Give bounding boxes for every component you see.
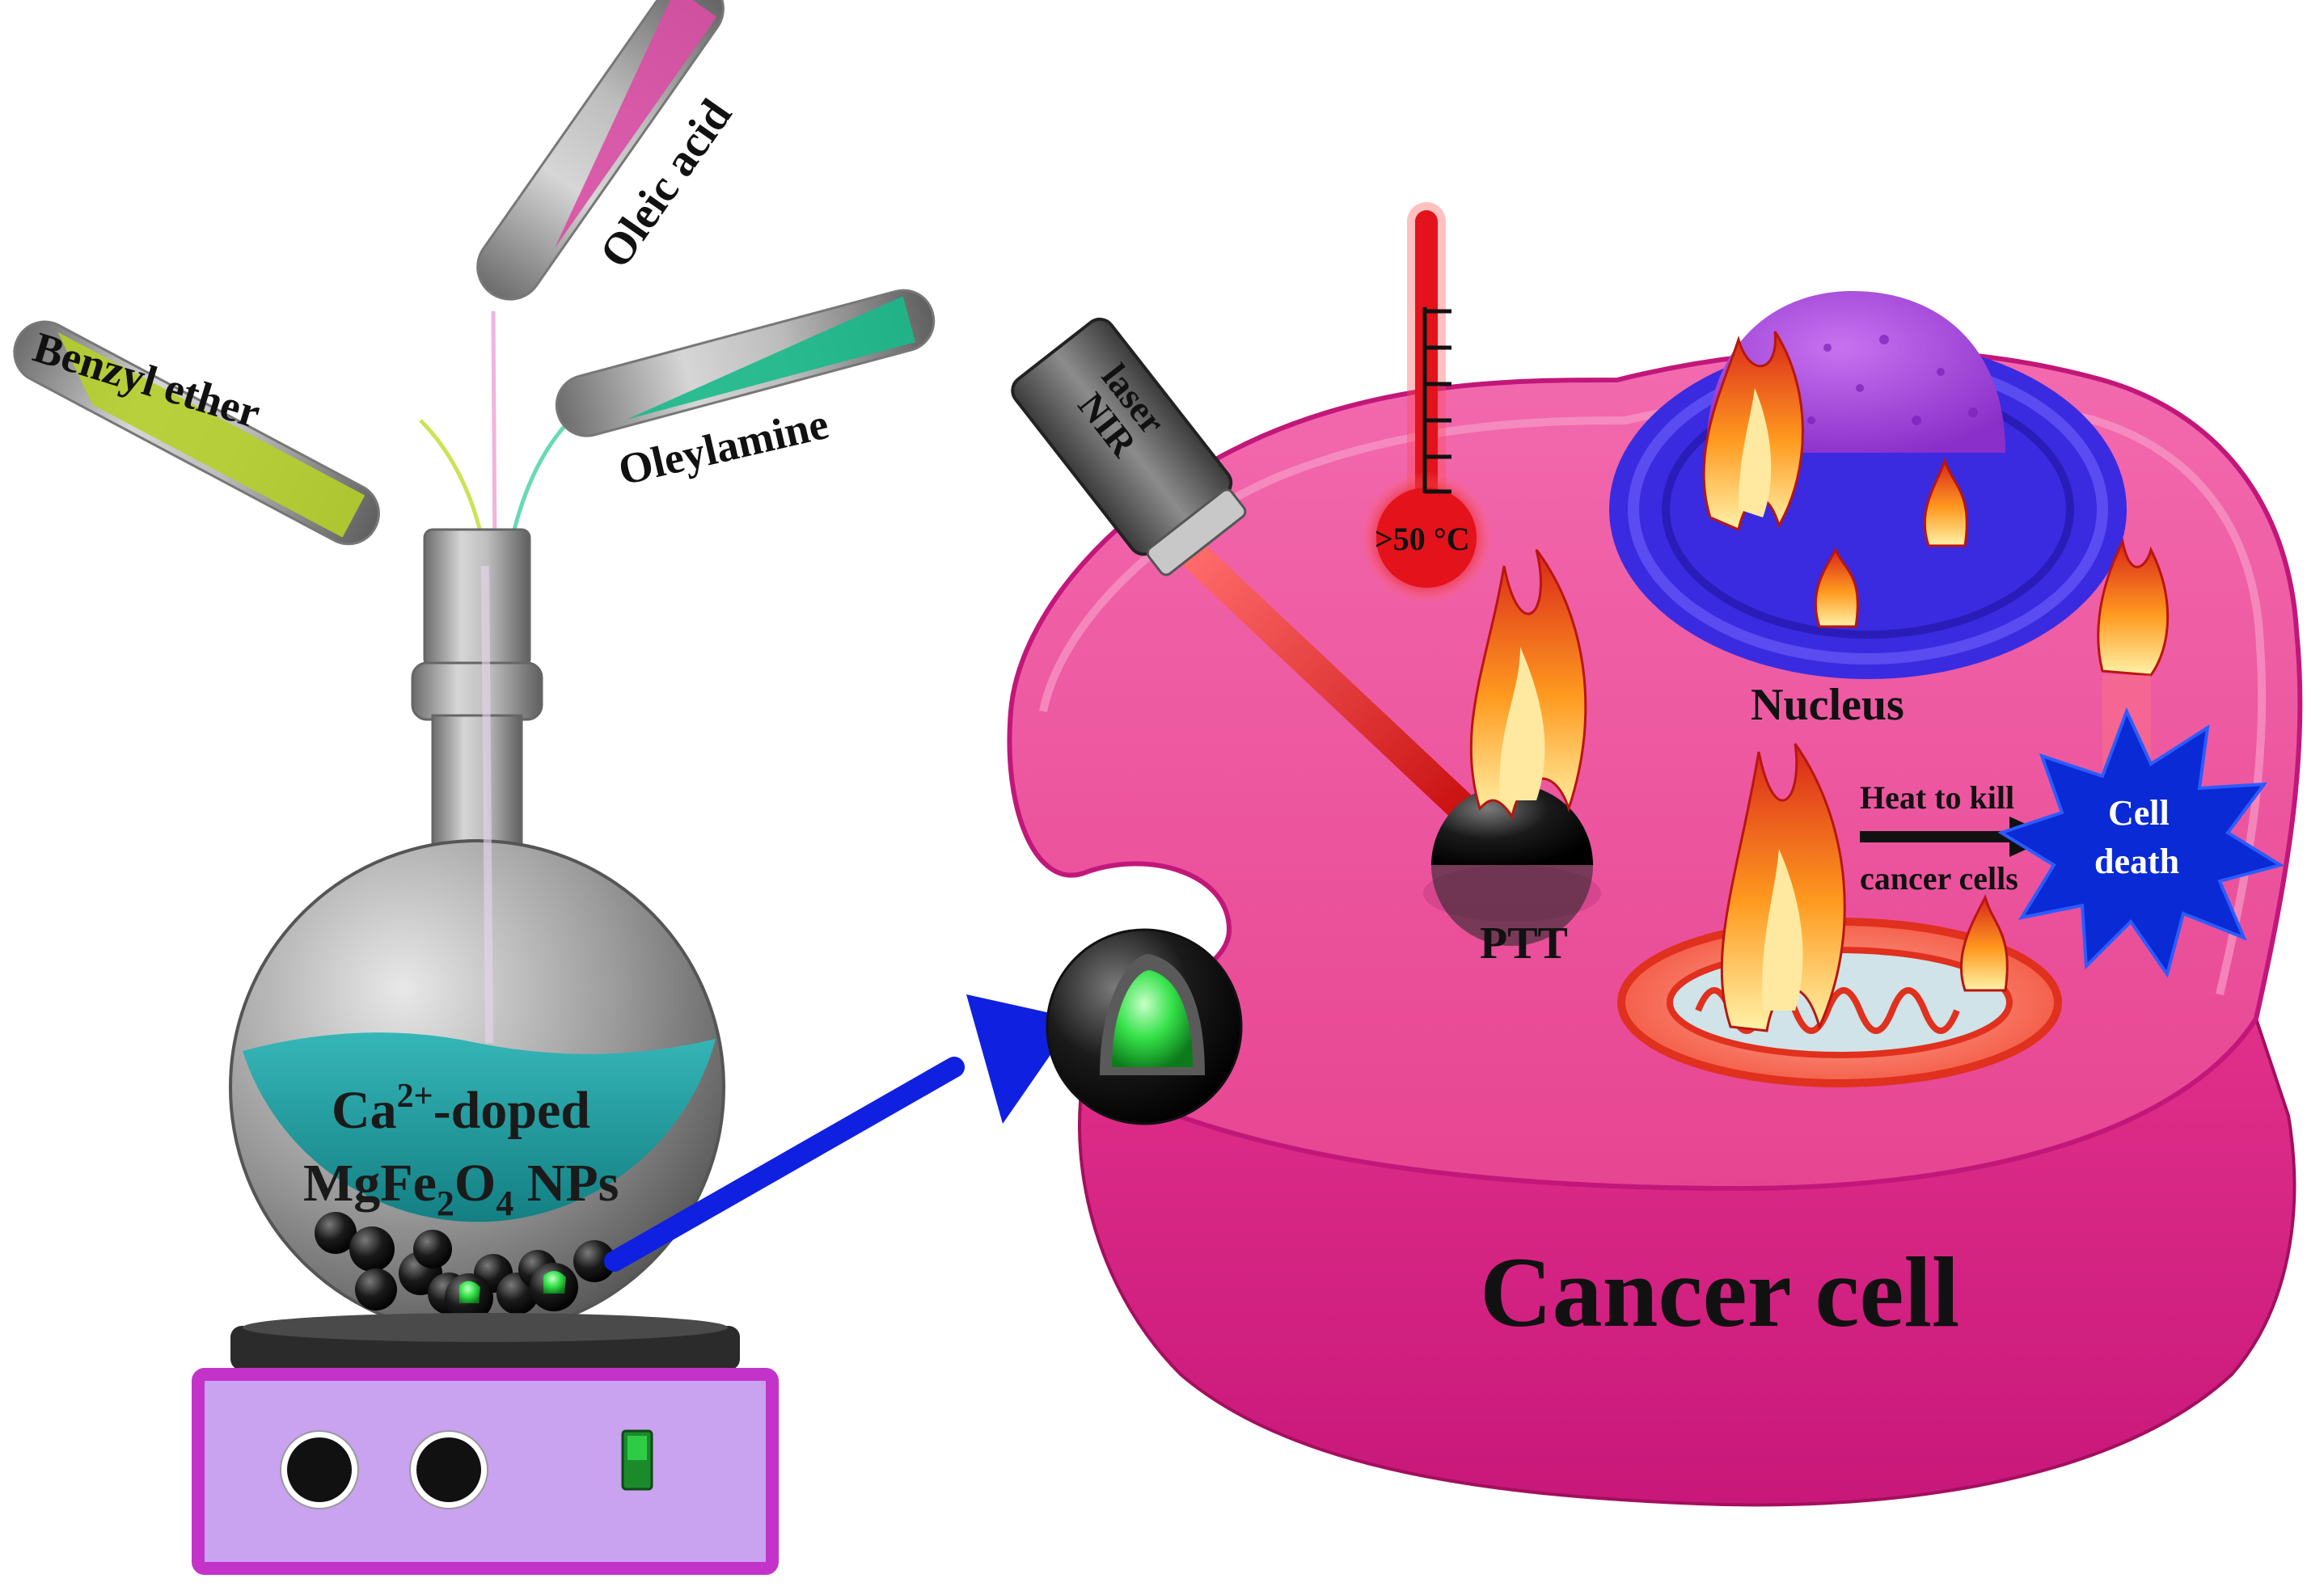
oleic-acid-tube — [476, 0, 725, 301]
heat-arrow-label-2: cancer cells — [1860, 860, 2018, 897]
flask-product-line2: MgFe2O4 NPs — [303, 1154, 619, 1223]
cell-death-starburst — [1997, 707, 2285, 978]
thermometer-label: >50 °C — [1375, 521, 1470, 557]
nucleus-label: Nucleus — [1751, 680, 1904, 730]
flame-mitochondrion-2 — [1959, 893, 2009, 992]
thermometer — [1360, 202, 1493, 604]
cell-death-label-2: death — [2094, 842, 2179, 881]
flame-nucleus-2 — [1923, 457, 1968, 547]
flask-liquid — [243, 1032, 716, 1222]
flame-nucleus-3 — [1814, 547, 1859, 628]
laser-beam — [1177, 538, 1487, 832]
nir-laser: NIR laser — [1011, 317, 1247, 576]
flask-product-line1: Ca2+-doped — [332, 1078, 590, 1140]
flask-joint — [411, 661, 543, 721]
hotplate-power-switch[interactable] — [621, 1429, 653, 1491]
membrane-nanoparticle — [1046, 928, 1243, 1125]
heat-arrow-label-1: Heat to kill — [1860, 779, 2014, 816]
hotplate-knob-right[interactable] — [409, 1430, 488, 1509]
flask-nanoparticles — [315, 1212, 615, 1322]
flame-nucleus-1 — [1702, 331, 1804, 532]
flame-mitochondrion-1 — [1720, 743, 1846, 1032]
ptt-nanoparticle — [1423, 784, 1601, 946]
oleylamine-tube — [555, 289, 936, 437]
flask-neck-top — [423, 528, 531, 669]
nucleus — [1609, 291, 2127, 679]
hotplate-knob-left[interactable] — [280, 1430, 359, 1509]
ptt-label: PTT — [1480, 918, 1568, 969]
flame-ptt — [1469, 549, 1587, 820]
cancer-cell-title: Cancer cell — [1480, 1237, 1959, 1348]
benzyl-ether-tube — [13, 320, 380, 546]
oleic-acid-stream — [491, 310, 497, 559]
cell-death-label-1: Cell — [2108, 793, 2170, 833]
